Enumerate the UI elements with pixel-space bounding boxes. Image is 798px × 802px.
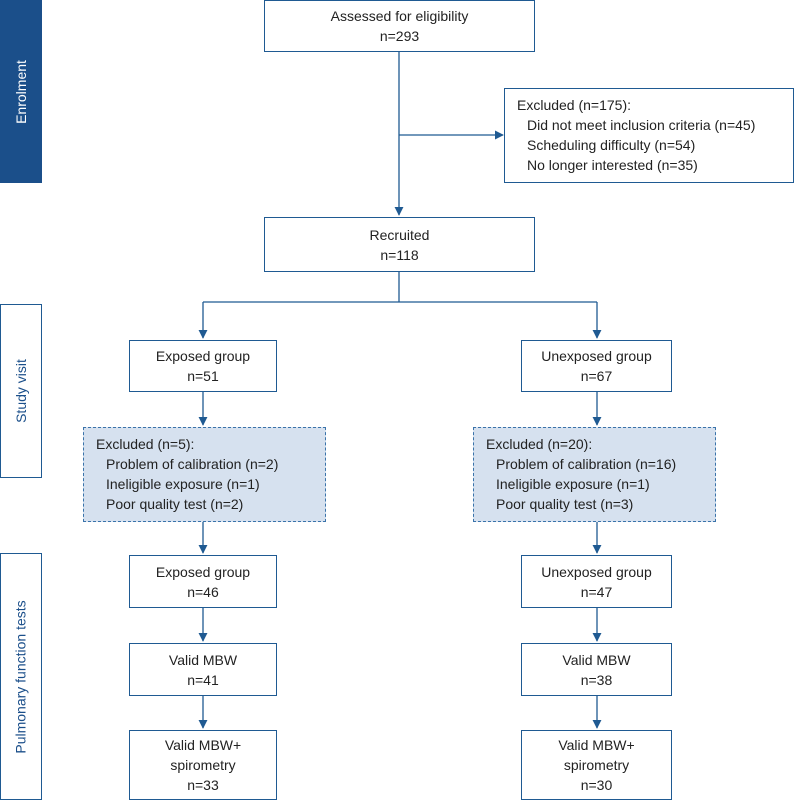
exposed-mbw-count: n=41 bbox=[187, 671, 219, 688]
exposed-group2-count: n=46 bbox=[187, 583, 219, 600]
exposed-mbw-spiro-title: Valid MBW+ bbox=[164, 737, 242, 753]
recruited-count: n=118 bbox=[380, 246, 419, 263]
unexposed-group2-count: n=47 bbox=[580, 583, 613, 600]
stage-study-visit-label: Study visit bbox=[13, 359, 29, 423]
exposed-mbw-box: Valid MBW n=41 bbox=[129, 643, 277, 696]
assessed-box: Assessed for eligibility n=293 bbox=[264, 0, 535, 52]
unexposed-mbw-box: Valid MBW n=38 bbox=[521, 643, 672, 696]
stage-enrolment: Enrolment bbox=[0, 0, 42, 183]
unexposed-group2-box: Unexposed group n=47 bbox=[521, 555, 672, 608]
exposed-excluded-item: Poor quality test (n=2) bbox=[106, 496, 244, 512]
unexposed-excluded-box: Excluded (n=20): Problem of calibration … bbox=[473, 427, 716, 522]
exposed-mbw-spiro-count: n=33 bbox=[187, 777, 219, 793]
exposed-group-box: Exposed group n=51 bbox=[129, 340, 277, 392]
assessed-title: Assessed for eligibility bbox=[330, 8, 469, 24]
unexposed-mbw-count: n=38 bbox=[580, 671, 613, 688]
recruited-box: Recruited n=118 bbox=[264, 217, 535, 272]
exposed-group2-box: Exposed group n=46 bbox=[129, 555, 277, 608]
exposed-group-title: Exposed group bbox=[155, 348, 251, 364]
stage-pulmonary-label: Pulmonary function tests bbox=[13, 599, 30, 754]
unexposed-group-count: n=67 bbox=[580, 368, 613, 384]
stage-pulmonary: Pulmonary function tests bbox=[0, 553, 42, 800]
unexposed-group-box: Unexposed group n=67 bbox=[521, 340, 672, 392]
exposed-mbw-spiro-subtitle: spirometry bbox=[170, 757, 236, 773]
exposed-group-count: n=51 bbox=[187, 368, 219, 384]
excluded-main-item: No longer interested (n=35) bbox=[527, 157, 698, 173]
excluded-main-item: Scheduling difficulty (n=54) bbox=[527, 137, 696, 153]
exposed-group2-title: Exposed group bbox=[155, 563, 251, 580]
exposed-excluded-item: Ineligible exposure (n=1) bbox=[106, 476, 260, 492]
stage-study-visit: Study visit bbox=[0, 304, 42, 478]
unexposed-mbw-spiro-title: Valid MBW+ bbox=[558, 737, 635, 753]
unexposed-mbw-spiro-box: Valid MBW+ spirometry n=30 bbox=[521, 730, 672, 800]
excluded-main-box: Excluded (n=175): Did not meet inclusion… bbox=[504, 88, 794, 183]
unexposed-mbw-title: Valid MBW bbox=[562, 651, 631, 668]
stage-enrolment-label: Enrolment bbox=[13, 59, 29, 124]
exposed-excluded-item: Problem of calibration (n=2) bbox=[106, 456, 279, 472]
exposed-excluded-title: Excluded (n=5): bbox=[96, 436, 195, 452]
excluded-main-item: Did not meet inclusion criteria (n=45) bbox=[527, 117, 756, 133]
unexposed-group2-title: Unexposed group bbox=[541, 563, 652, 580]
unexposed-excluded-item: Poor quality test (n=3) bbox=[496, 496, 634, 512]
recruited-title: Recruited bbox=[369, 226, 430, 243]
exposed-mbw-spiro-box: Valid MBW+ spirometry n=33 bbox=[129, 730, 277, 800]
exposed-excluded-box: Excluded (n=5): Problem of calibration (… bbox=[83, 427, 326, 522]
exposed-mbw-title: Valid MBW bbox=[168, 651, 238, 668]
unexposed-group-title: Unexposed group bbox=[541, 348, 652, 364]
excluded-main-title: Excluded (n=175): bbox=[517, 97, 632, 113]
unexposed-excluded-item: Ineligible exposure (n=1) bbox=[496, 476, 650, 492]
unexposed-excluded-title: Excluded (n=20): bbox=[486, 436, 593, 452]
unexposed-excluded-item: Problem of calibration (n=16) bbox=[496, 456, 677, 472]
unexposed-mbw-spiro-count: n=30 bbox=[580, 777, 613, 793]
unexposed-mbw-spiro-subtitle: spirometry bbox=[563, 757, 630, 773]
assessed-count: n=293 bbox=[379, 28, 420, 44]
